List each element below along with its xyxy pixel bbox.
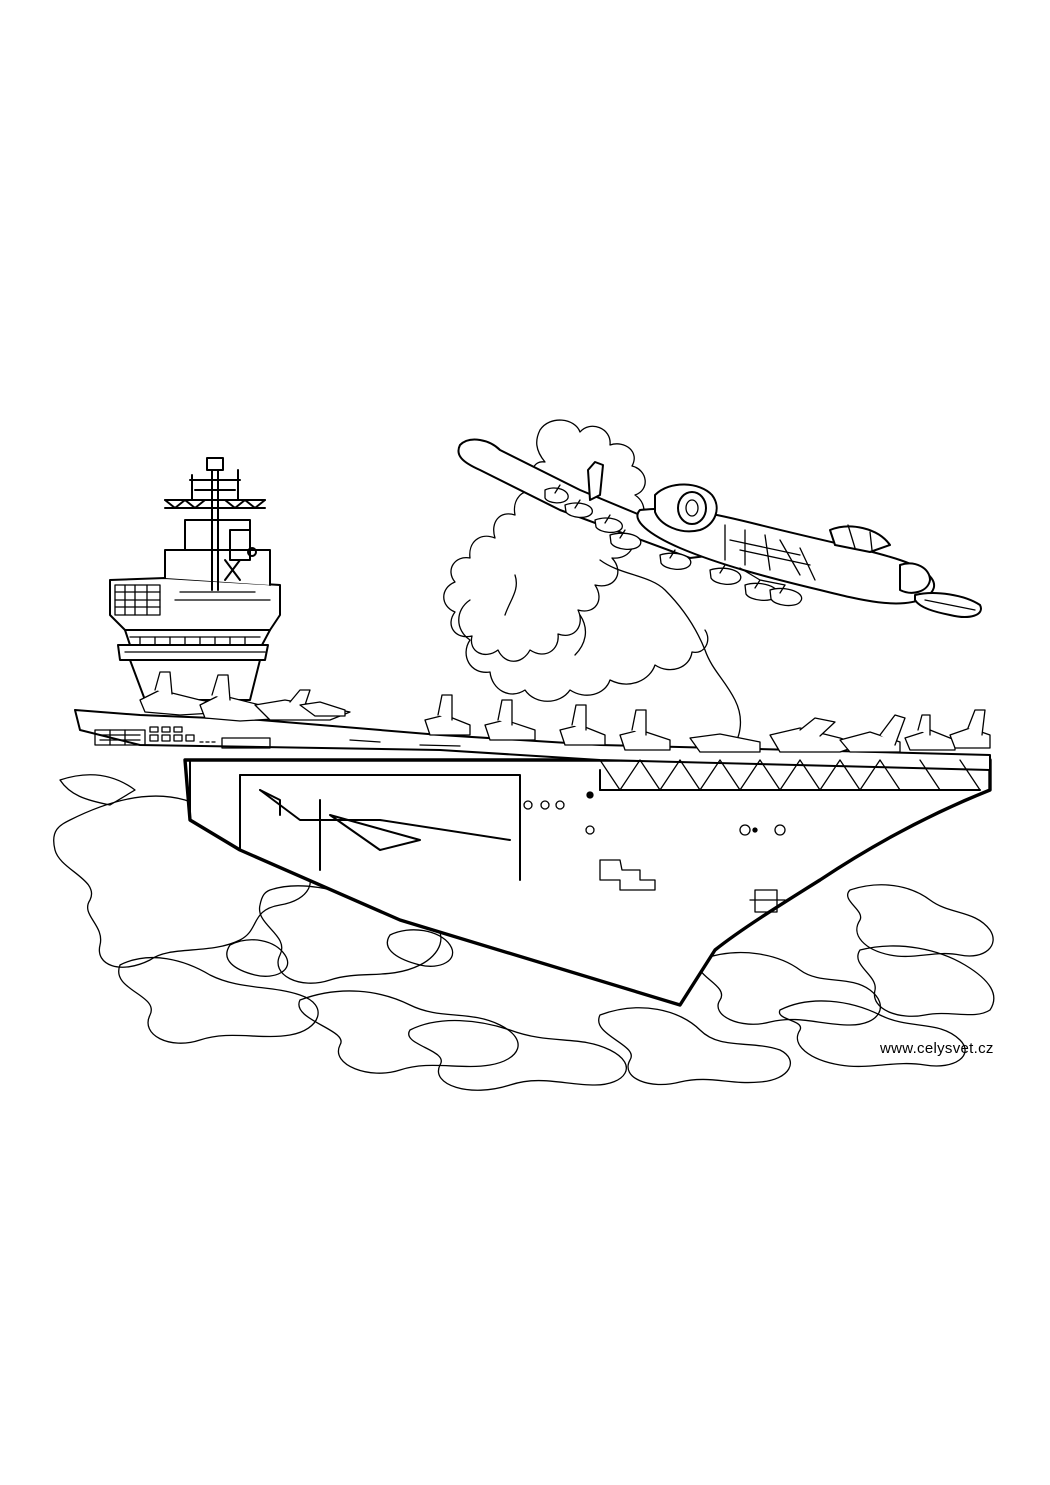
parked-jet-icon bbox=[904, 714, 956, 751]
parked-jet-icon bbox=[559, 704, 606, 746]
attack-jet-icon bbox=[457, 438, 982, 618]
parked-jet-icon bbox=[949, 709, 991, 749]
parked-jet-icon bbox=[619, 709, 671, 751]
parked-jets bbox=[139, 671, 991, 753]
parked-jet-icon bbox=[484, 699, 536, 741]
parked-jet-icon bbox=[839, 714, 906, 753]
watermark-url: www.celysvet.cz bbox=[880, 1040, 994, 1057]
smoke-cloud-icon bbox=[443, 419, 742, 751]
aircraft-carrier-icon bbox=[74, 709, 992, 1007]
carrier-mast-icon bbox=[164, 457, 266, 591]
jet-bombs bbox=[544, 484, 803, 607]
parked-jet-icon bbox=[424, 694, 471, 736]
parked-jet-icon bbox=[299, 701, 346, 717]
jet-canopy bbox=[829, 525, 891, 553]
parked-jet-icon bbox=[689, 733, 761, 753]
carrier-portholes bbox=[523, 791, 786, 836]
